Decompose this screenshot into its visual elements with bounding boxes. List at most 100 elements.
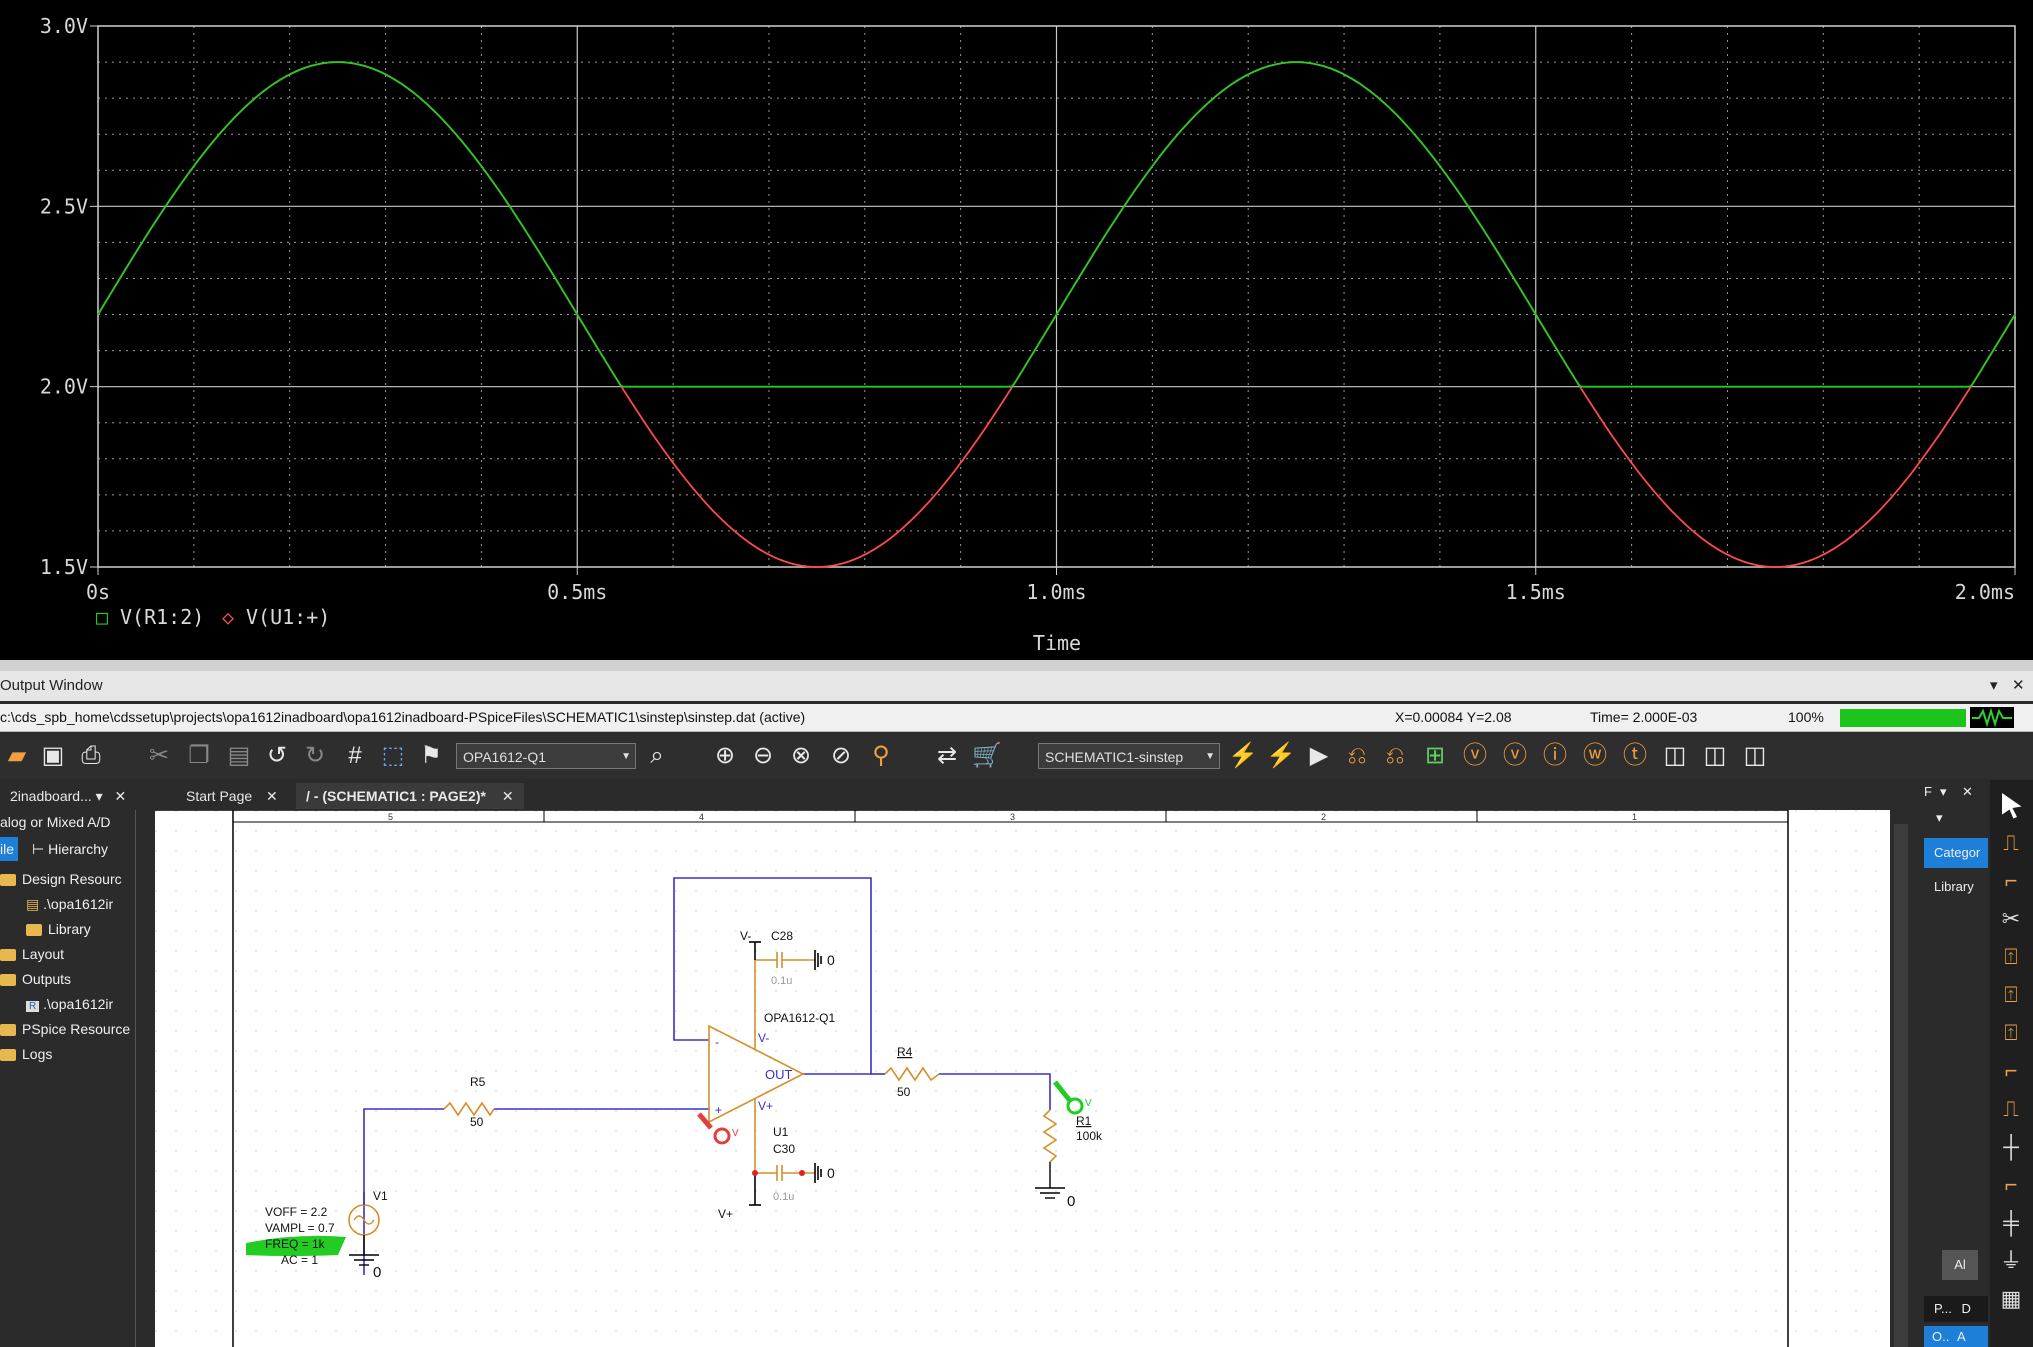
tree-label: Design Resourc [22, 871, 122, 887]
paste-icon[interactable]: ▤ [227, 742, 251, 769]
tab-schematic[interactable]: / - (SCHEMATIC1 : PAGE2)* ✕ [296, 783, 524, 809]
annotate-icon[interactable]: ⇄ [936, 742, 958, 769]
tree-label: .\opa1612ir [43, 896, 114, 912]
place-ground-icon[interactable]: ⏚ [1999, 1248, 2022, 1273]
place-net-name-icon[interactable]: ⌐ [2004, 1058, 2018, 1083]
border-col-4: 4 [699, 812, 704, 822]
output-window-title: Output Window [0, 677, 103, 694]
tab-start-page[interactable]: Start Page ✕ [176, 783, 288, 809]
pin-plus: + [715, 1103, 722, 1117]
place-part-icon[interactable]: ⎍ [2003, 830, 2019, 855]
zoom-in-icon[interactable]: ⊕ [714, 742, 736, 769]
tab-schematic-close-icon[interactable]: ✕ [501, 788, 514, 804]
place-net-alias-icon[interactable]: ⍐ [2004, 944, 2018, 969]
output-window-close-icon[interactable]: ✕ [2012, 677, 2025, 694]
bias-power-icon[interactable]: ◫ [1743, 742, 1767, 769]
cut-icon[interactable]: ✂ [148, 742, 170, 769]
legend-marker-vr1: □ [96, 605, 108, 629]
power-marker-icon[interactable]: ⓦ [1583, 742, 1607, 769]
plot-legend: □ V(R1:2) ◇ V(U1:+) [96, 605, 330, 629]
voltage-marker-icon[interactable]: ⓥ [1463, 742, 1487, 769]
schematic-svg: 5 4 3 2 1 - + V- OUT V+ OPA1612-Q1 U1 [155, 810, 1890, 1347]
new-profile-icon[interactable]: ⚡ [1228, 742, 1258, 769]
add-marker-icon[interactable]: ⊞ [1424, 742, 1446, 769]
view-sim-results-icon[interactable]: ⎌ [1347, 742, 1367, 769]
x-tick-label: 2.0ms [1955, 580, 2015, 604]
panel-close-icon[interactable]: ✕ [1962, 784, 1973, 799]
tab-file[interactable]: ile [0, 837, 18, 861]
bottom-tabs-2: O.. A [1924, 1326, 1988, 1347]
tree-logs[interactable]: Logs [0, 1042, 52, 1066]
opamp-u1 [708, 1024, 805, 1124]
part-search-combo[interactable]: OPA1612-Q1▼ [456, 743, 636, 769]
view-output-file-icon[interactable]: ⎌ [1385, 742, 1405, 769]
schematic-vscroll[interactable] [1890, 810, 1912, 1347]
panel-menu-icon[interactable]: ▾ [1936, 810, 1943, 825]
search-icon[interactable]: ⌕ [650, 742, 664, 769]
place-junction-icon[interactable]: ┼ [2003, 1134, 2019, 1159]
zoom-area-icon[interactable]: ⊘ [830, 742, 852, 769]
tab-d[interactable]: D [1961, 1301, 1971, 1316]
place-bus-icon[interactable]: ⍐ [2004, 982, 2018, 1007]
select-pointer-icon[interactable] [2002, 793, 2022, 819]
tab-project[interactable]: 2inadboard... ▾ ✕ [10, 788, 127, 804]
y-tick-label: 2.5V [40, 194, 88, 218]
copy-icon[interactable]: ❐ [188, 742, 210, 769]
place-off-page-icon[interactable]: ⎍ [2003, 1096, 2019, 1121]
schematic-canvas[interactable]: 5 4 3 2 1 - + V- OUT V+ OPA1612-Q1 U1 [155, 810, 1890, 1347]
open-folder-icon[interactable]: ▰ [7, 742, 27, 769]
place-table-icon[interactable]: ▦ [2000, 1286, 2022, 1311]
place-wire-icon[interactable]: ⌐ [2004, 868, 2018, 893]
bias-voltage-icon[interactable]: ◫ [1663, 742, 1687, 769]
output-window-pin-icon[interactable]: ▾ [1990, 677, 1998, 694]
tree-design-file[interactable]: ▤ .\opa1612ir [26, 892, 113, 916]
current-marker-icon[interactable]: ⓘ [1543, 742, 1567, 769]
cart-icon[interactable]: 🛒 [972, 742, 1002, 769]
tree-pspice-resources[interactable]: PSpice Resource [0, 1017, 130, 1041]
run-icon[interactable]: ▶ [1309, 742, 1329, 769]
panel-pin-icon[interactable]: ▾ [1940, 784, 1947, 799]
undo-icon[interactable]: ↺ [266, 742, 288, 769]
zoom-out-icon[interactable]: ⊖ [752, 742, 774, 769]
tree-layout[interactable]: Layout [0, 942, 64, 966]
print-icon[interactable]: ⎙ [81, 742, 101, 769]
scroll-thumb[interactable] [1894, 824, 1908, 1347]
cursor-xy-readout: X=0.00084 Y=2.08 [1395, 709, 1512, 725]
diff-voltage-marker-icon[interactable]: ⓥ [1503, 742, 1527, 769]
tab-project-close-icon[interactable]: ✕ [114, 788, 127, 804]
tab-start-close-icon[interactable]: ✕ [266, 788, 278, 804]
place-no-connect-icon[interactable]: ✂ [2001, 906, 2021, 931]
tree-library[interactable]: Library [26, 917, 91, 941]
tab-categories[interactable]: Categor [1924, 838, 1988, 868]
tab-p[interactable]: P... [1934, 1301, 1952, 1316]
zoom-fit-icon[interactable]: ⊗ [790, 742, 812, 769]
place-port-icon[interactable]: ⌐ [2004, 1172, 2018, 1197]
splitter[interactable] [0, 660, 2033, 671]
grid-icon[interactable]: # [348, 742, 362, 769]
tab-hierarchy[interactable]: ⊢ Hierarchy [32, 837, 108, 861]
pin-minus: - [715, 1035, 719, 1049]
place-power-icon[interactable]: ╪ [2003, 1210, 2019, 1235]
redo-icon[interactable]: ↻ [304, 742, 326, 769]
save-icon[interactable]: ▣ [41, 742, 65, 769]
r1-ref: R1 [1076, 1114, 1092, 1128]
tab-a[interactable]: A [1956, 1329, 1966, 1344]
tree-design-resources[interactable]: Design Resourc [0, 867, 122, 891]
temp-marker-icon[interactable]: ⓣ [1623, 742, 1647, 769]
place-bus-entry-icon[interactable]: ⍐ [2004, 1020, 2018, 1045]
svg-text:V: V [1085, 1098, 1092, 1109]
snap-select-icon[interactable]: ⬚ [381, 742, 405, 769]
r4-value: 50 [897, 1085, 911, 1099]
tree-output-file[interactable]: R .\opa1612ir [26, 992, 113, 1016]
bias-current-icon[interactable]: ◫ [1703, 742, 1727, 769]
place-part-panel: F ▾ ✕ ▾ Categor Library Al P... D O.. A [1920, 780, 1990, 1347]
tab-library[interactable]: Library [1934, 879, 1974, 894]
search-parts-icon[interactable]: ⚲ [872, 742, 890, 769]
tab-o[interactable]: O.. [1932, 1329, 1950, 1344]
drc-icon[interactable]: ⚑ [420, 742, 442, 769]
edit-profile-icon[interactable]: ⚡ [1266, 742, 1296, 769]
tree-outputs[interactable]: Outputs [0, 967, 71, 991]
filter-al-button[interactable]: Al [1942, 1250, 1978, 1280]
simulation-profile-combo[interactable]: SCHEMATIC1-sinstep▼ [1038, 743, 1220, 769]
